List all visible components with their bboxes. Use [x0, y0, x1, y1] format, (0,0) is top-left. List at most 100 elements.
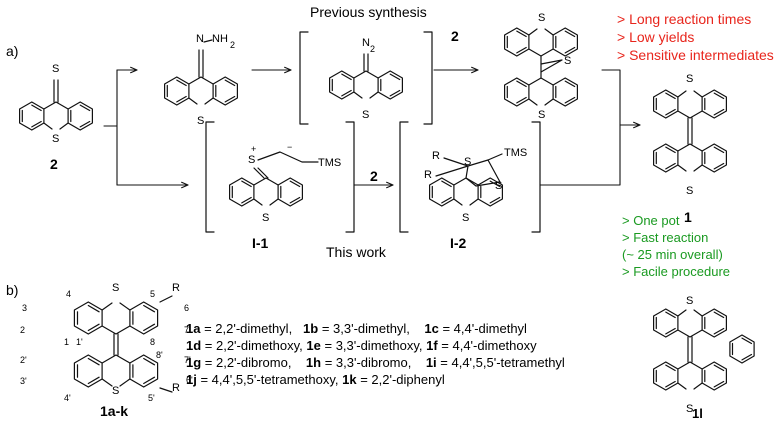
bracket-right	[531, 121, 541, 233]
compound-id: 1a	[186, 321, 201, 336]
tms-bond	[487, 153, 503, 161]
definition-text: = 3,3'-dibromo,	[321, 355, 412, 370]
double-bond	[143, 376, 156, 385]
atom-s-hydrazone-ring: S	[197, 115, 205, 127]
atom-s-dithiolane-bottom: S	[495, 180, 503, 192]
drawback-1: > Long reaction times	[617, 11, 752, 27]
double-bond	[713, 92, 725, 100]
double-bond	[713, 380, 725, 388]
definition-text: = 3,3'-dimethyl,	[318, 321, 410, 336]
double-bond	[341, 73, 352, 81]
drawback-3: > Sensitive intermediates	[617, 47, 774, 63]
bracket-left	[299, 31, 309, 125]
series-top-c-s-bond	[101, 302, 113, 311]
double-bond	[441, 196, 452, 204]
series-1a-k-label: 1a-k	[100, 403, 129, 419]
compound-id: 1k	[342, 372, 357, 387]
double-bond	[665, 364, 676, 372]
dithiolane-c-s-bond	[453, 198, 463, 206]
thione-right-ring	[67, 101, 93, 131]
bonds-layer	[19, 27, 755, 393]
atom-s-ylide: S	[248, 154, 256, 166]
double-bond	[665, 108, 676, 116]
r-substituents	[435, 157, 469, 177]
ylide-central-bond	[253, 177, 279, 186]
naphtho-extra-ring	[729, 334, 755, 364]
arrow-to-diazo-head	[284, 66, 292, 74]
double-bond	[516, 80, 527, 88]
c-s-double-bond	[253, 167, 269, 179]
ring-number: 6'	[186, 375, 193, 385]
compound-id: 1c	[424, 321, 439, 336]
definition-text: = 2,2'-dimethyl,	[200, 321, 293, 336]
product-top-central-bond	[677, 110, 703, 119]
series-bottom-c-s-bond	[119, 378, 131, 387]
hydrazone-c-s-bond	[204, 97, 214, 105]
double-bond	[564, 46, 576, 54]
series-top-central-bond	[101, 325, 131, 335]
double-bond	[176, 95, 187, 103]
episulfide-bottom-c-s-bond	[544, 98, 554, 106]
naphtho-top-c-s-bond	[677, 309, 687, 317]
double-bond	[79, 104, 91, 112]
double-bond	[341, 89, 352, 97]
definition-row-2: 1d = 2,2'-dimethoxy, 1e = 3,3'-dimethoxy…	[186, 339, 537, 352]
series-bottom-c-s-bond	[101, 378, 113, 387]
product-top-right-ring	[701, 89, 727, 119]
bracket-right	[423, 31, 433, 125]
atom-n2-subscript: 2	[370, 44, 376, 54]
arrow-to-product-head	[633, 121, 641, 129]
definition-text: = 4,4',5,5'-tetramethoxy,	[196, 372, 339, 387]
series-top-c-s-bond	[119, 302, 131, 311]
double-bond	[741, 337, 753, 345]
double-bond	[87, 304, 100, 313]
arrow-to-ylide-head	[181, 181, 189, 189]
atom-s-episulfide-bottom: S	[538, 109, 546, 121]
atom-h2-subscript: 2	[230, 40, 236, 50]
atom-s-series-top: S	[112, 282, 120, 294]
double-bond	[87, 376, 100, 385]
thione-left-ring	[19, 101, 45, 131]
definition-row-3: 1g = 2,2'-dibromo, 1h = 3,3'-dibromo, 1i…	[186, 356, 565, 369]
atom-s-dithiolane-ring: S	[462, 212, 470, 224]
compound-id: 1b	[303, 321, 319, 336]
double-bond	[665, 92, 676, 100]
double-bond	[87, 323, 100, 332]
atom-r-series-top: R	[172, 282, 180, 294]
double-bond	[176, 79, 187, 87]
double-bond	[713, 311, 725, 319]
ring-number: 7	[184, 325, 190, 335]
double-bond	[79, 120, 91, 128]
arrow-to-hydrazone-head	[130, 66, 138, 74]
episulfide-top-c-s-bond	[528, 28, 538, 36]
episulfide-top-right-ring	[552, 27, 578, 57]
double-bond	[31, 104, 42, 112]
double-bond	[143, 323, 156, 332]
atom-s-diazo-ring: S	[362, 109, 370, 121]
advantage-1: > One pot	[622, 213, 680, 228]
double-bond	[224, 95, 236, 103]
compound-id: 1i	[425, 355, 437, 370]
double-bond	[241, 180, 252, 188]
double-bond	[31, 120, 42, 128]
arrow-to-dithiolane-head	[386, 181, 394, 189]
naphtho-top-c-s-bond	[693, 309, 703, 317]
series-bottom-left-ring	[73, 354, 103, 388]
ring-number: 1	[64, 337, 70, 347]
c-s-double-bond	[53, 79, 59, 103]
ring-number: 1'	[76, 337, 83, 347]
merge-connector	[539, 69, 621, 186]
double-bond	[389, 73, 401, 81]
naphtho-top-right-ring	[701, 308, 727, 338]
dithiolane-ring	[465, 159, 501, 187]
product-bottom-central-bond	[677, 143, 703, 152]
ring-number: 7'	[184, 355, 191, 365]
double-bond	[564, 96, 576, 104]
definition-text: = 2,2'-dibromo,	[201, 355, 292, 370]
atom-plus-charge: +	[251, 144, 257, 154]
double-bond	[665, 146, 676, 154]
compound-id: 1h	[305, 355, 322, 370]
diazo-right-ring	[377, 70, 403, 100]
double-bond	[713, 364, 725, 372]
